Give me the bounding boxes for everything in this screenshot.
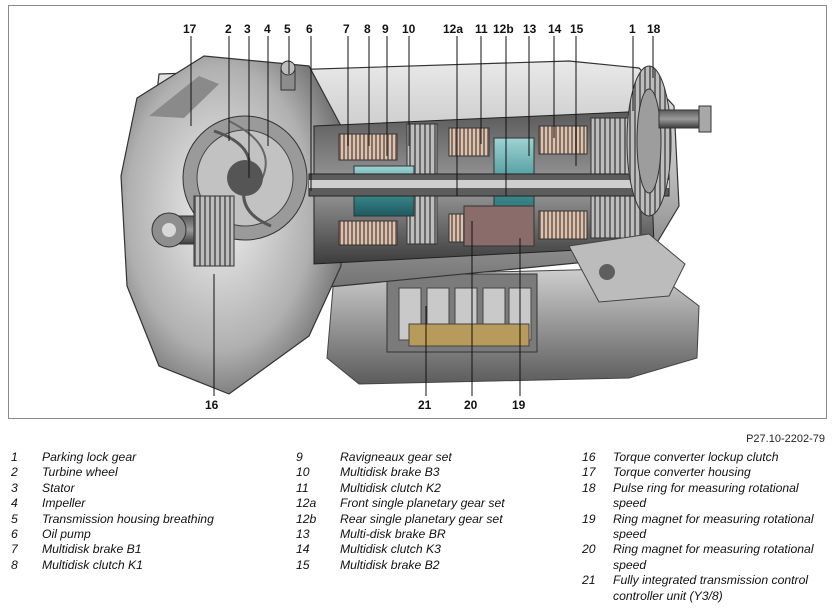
legend-column-2: 9 Ravigneaux gear set 10 Multidisk brake B3… xyxy=(296,450,566,573)
legend-item: 16 Torque converter lockup clutch xyxy=(582,450,827,465)
callout-12b: 12b xyxy=(493,22,514,36)
legend-item: 14 Multidisk clutch K3 xyxy=(296,542,566,557)
callout-14: 14 xyxy=(548,22,562,36)
legend-item-number: 12b xyxy=(296,511,317,526)
callout-16: 16 xyxy=(205,398,219,412)
legend-item-number: 7 xyxy=(11,542,18,557)
legend-item-label: Torque converter housing xyxy=(613,465,751,480)
legend-item-number: 20 xyxy=(582,542,596,557)
legend-column-3: 16 Torque converter lockup clutch 17 Torque… xyxy=(582,450,827,604)
callout-1: 1 xyxy=(629,22,636,36)
legend-item: 12b Rear single planetary gear set xyxy=(296,512,566,527)
legend-item-label: Fully integrated transmission control co… xyxy=(613,573,809,603)
callout-15: 15 xyxy=(570,22,584,36)
legend-item-number: 5 xyxy=(11,511,18,526)
legend-item-number: 2 xyxy=(11,465,18,480)
transmission-cutaway-illustration xyxy=(120,36,712,396)
legend-item-label: Ravigneaux gear set xyxy=(340,450,452,464)
callout-21: 21 xyxy=(418,398,432,412)
legend-item-number: 13 xyxy=(296,527,310,542)
legend-item-label: Impeller xyxy=(42,496,86,511)
callout-6: 6 xyxy=(306,22,313,36)
callout-2: 2 xyxy=(225,22,232,36)
legend-item: 18 Pulse ring for measuring rotational sp… xyxy=(582,481,827,512)
legend-item-label: Multidisk brake B3 xyxy=(340,465,440,480)
legend-item: 11 Multidisk clutch K2 xyxy=(296,481,566,496)
legend-item: 6 Oil pump xyxy=(11,527,281,542)
legend-item-label: Multidisk clutch K3 xyxy=(340,542,441,557)
callout-7: 7 xyxy=(343,22,350,36)
legend-item: 17 Torque converter housing xyxy=(582,465,827,480)
legend-item: 3 Stator xyxy=(11,481,281,496)
legend-item-label: Rear single planetary gear set xyxy=(340,511,503,526)
callout-12a: 12a xyxy=(443,22,464,36)
legend-item-number: 8 xyxy=(11,557,18,572)
legend-item-label: Oil pump xyxy=(42,527,91,542)
legend-item-number: 12a xyxy=(296,496,317,511)
legend-item-number: 3 xyxy=(11,480,18,495)
legend-item-label: Multidisk brake B2 xyxy=(340,557,440,572)
legend-item-number: 11 xyxy=(296,480,309,495)
legend-item-label: Turbine wheel xyxy=(42,465,118,480)
callout-18: 18 xyxy=(647,22,661,36)
callout-20: 20 xyxy=(464,398,478,412)
legend-item: 1 Parking lock gear xyxy=(11,450,281,465)
figure-reference-code: P27.10-2202-79 xyxy=(746,433,825,445)
legend-item: 19 Ring magnet for measuring rotational s… xyxy=(582,512,827,543)
legend-item-number: 18 xyxy=(582,480,596,495)
legend-item: 13 Multi-disk brake BR xyxy=(296,527,566,542)
callout-8: 8 xyxy=(364,22,371,36)
callout-4: 4 xyxy=(264,22,271,36)
legend-item: 15 Multidisk brake B2 xyxy=(296,558,566,573)
legend-item-number: 21 xyxy=(582,573,596,588)
legend-item-label: Multidisk brake B1 xyxy=(42,542,142,557)
legend-item-number: 6 xyxy=(11,527,18,542)
legend-item-number: 16 xyxy=(582,450,596,464)
callout-17: 17 xyxy=(183,22,197,36)
callout-5: 5 xyxy=(284,22,291,36)
legend-item-number: 4 xyxy=(11,496,18,511)
legend-item: 21 Fully integrated transmission control … xyxy=(582,573,827,604)
legend-item-number: 10 xyxy=(296,465,310,480)
legend-item-label: Multidisk clutch K1 xyxy=(42,557,143,572)
legend-item-label: Torque converter lockup clutch xyxy=(613,450,779,464)
callout-9: 9 xyxy=(382,22,389,36)
legend-item: 2 Turbine wheel xyxy=(11,465,281,480)
legend-item-number: 19 xyxy=(582,511,596,526)
legend-item: 10 Multidisk brake B3 xyxy=(296,465,566,480)
legend-item-label: Multidisk clutch K2 xyxy=(340,480,441,495)
legend-item-label: Ring magnet for measuring rotational spe… xyxy=(613,542,814,572)
legend-item-label: Parking lock gear xyxy=(42,450,137,464)
legend-item: 12a Front single planetary gear set xyxy=(296,496,566,511)
legend-item: 5 Transmission housing breathing xyxy=(11,512,281,527)
callout-lines xyxy=(190,36,654,396)
legend-item: 8 Multidisk clutch K1 xyxy=(11,558,281,573)
legend-item-label: Multi-disk brake BR xyxy=(340,527,446,542)
callout-10: 10 xyxy=(402,22,416,36)
legend-item: 7 Multidisk brake B1 xyxy=(11,542,281,557)
legend-item-label: Front single planetary gear set xyxy=(340,496,505,511)
legend-item-number: 14 xyxy=(296,542,310,557)
callout-11: 11 xyxy=(475,22,488,36)
callout-19: 19 xyxy=(512,398,526,412)
legend-item-number: 9 xyxy=(296,450,303,464)
legend-item-label: Pulse ring for measuring rotational spee… xyxy=(613,480,799,511)
callout-13: 13 xyxy=(523,22,537,36)
legend-item-label: Ring magnet for measuring rotational spe… xyxy=(613,511,814,542)
legend-item: 9 Ravigneaux gear set xyxy=(296,450,566,465)
legend-item-number: 15 xyxy=(296,557,310,572)
legend-item: 4 Impeller xyxy=(11,496,281,511)
legend-item-number: 17 xyxy=(582,465,596,480)
legend-item-label: Stator xyxy=(42,480,75,495)
legend-item: 20 Ring magnet for measuring rotational s… xyxy=(582,542,827,573)
legend-item-number: 1 xyxy=(11,450,18,464)
callout-3: 3 xyxy=(244,22,251,36)
legend-item-label: Transmission housing breathing xyxy=(42,511,214,526)
